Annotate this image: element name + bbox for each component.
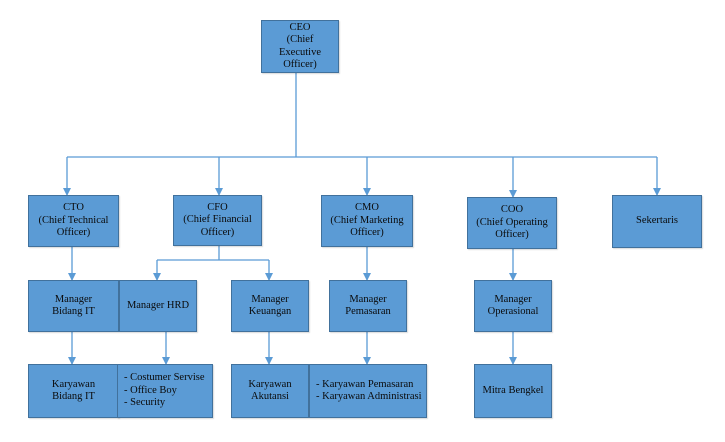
node-label-line: Sekertaris	[636, 215, 678, 227]
node-label-line: (Chief	[286, 34, 314, 45]
node-label-line: CFO	[207, 201, 228, 213]
node-label-line: Pemasaran	[345, 306, 391, 317]
node-label-line: Manager	[494, 293, 532, 305]
node-label-line: Manager HRD	[126, 299, 190, 311]
node-label-line: - Security	[124, 397, 166, 409]
node-label-line: Akutansi	[251, 391, 289, 402]
node-label-line: COO	[500, 204, 524, 216]
node-pemasaran-staff-list: - Karyawan Pemasaran- Karyawan Administr…	[309, 364, 427, 418]
node-label-line: - Costumer Servise	[124, 372, 205, 384]
node-label-line: Officer)	[200, 226, 235, 238]
node-label-line: CMO	[355, 202, 379, 214]
node-label-line: - Karyawan Pemasaran	[316, 378, 414, 390]
node-label-line: (Chief Financial	[183, 214, 252, 226]
node-label-line: - Karyawan Administrasi	[316, 391, 422, 402]
node-label-line: Manager	[54, 293, 93, 305]
node-manager-hrd: Manager HRD	[119, 280, 197, 332]
node-label-line: (Chief Operating	[476, 216, 548, 228]
node-label-line: Officer)	[56, 227, 91, 239]
node-label-line: Karyawan	[51, 378, 96, 390]
node-label-line: - Office Boy	[124, 384, 177, 396]
node-label-line: Bidang IT	[52, 391, 95, 402]
node-label-line: Manager	[349, 293, 387, 305]
node-label-line: Manager	[251, 293, 289, 305]
node-label-line: Mitra Bengkel	[482, 384, 544, 396]
node-label-line: Karyawan	[248, 378, 292, 390]
node-label-line: (Chief Technical	[38, 214, 109, 226]
node-label-line: Officer)	[350, 227, 384, 239]
node-label-line: Bidang IT	[52, 306, 95, 317]
node-mitra-bengkel: Mitra Bengkel	[474, 364, 552, 418]
node-label-line: CTO	[63, 202, 84, 214]
node-label-line: (Chief Marketing	[330, 214, 404, 226]
node-label-line: CEO	[289, 21, 311, 33]
node-label-line: Officer)	[283, 59, 317, 70]
node-label-line: Operasional	[487, 306, 539, 317]
node-sekertaris: Sekertaris	[612, 195, 702, 248]
node-label-line: Executive	[279, 46, 321, 58]
node-label-line: Officer)	[495, 229, 529, 241]
node-label-line: Keuangan	[248, 306, 292, 317]
node-hrd-staff-list: - Costumer Servise- Office Boy- Security	[117, 364, 213, 418]
